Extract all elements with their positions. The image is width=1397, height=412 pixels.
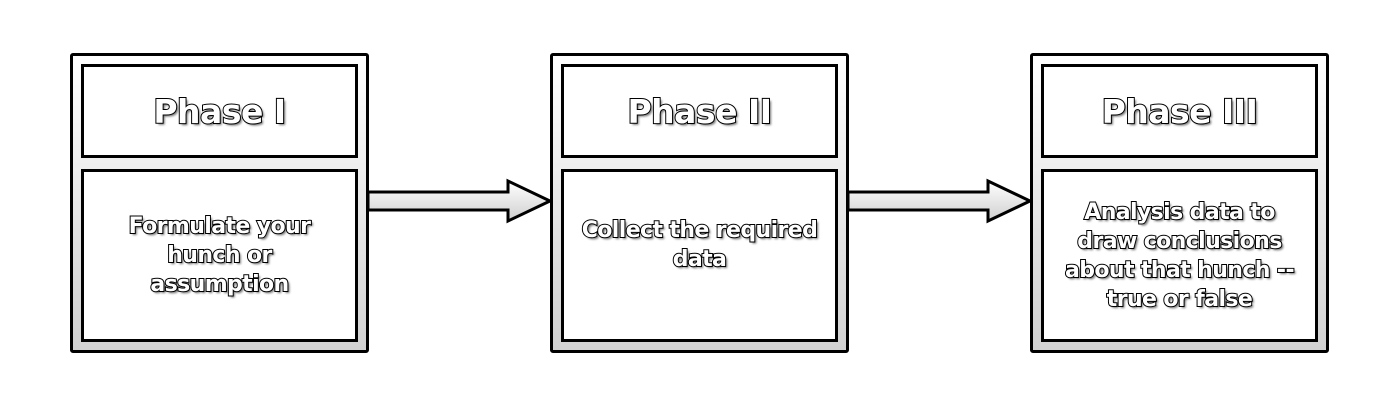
- phase-3-box: Phase III Analysis data to draw conclusi…: [1030, 53, 1329, 353]
- phase-2-description: Collect the required data: [581, 217, 819, 273]
- phase-3-title: Phase III: [1101, 91, 1259, 132]
- phase-3-header: Phase III: [1041, 64, 1318, 158]
- phase-1-box: Phase I Formulate your hunch or assumpti…: [70, 53, 369, 353]
- phase-1-header: Phase I: [81, 64, 358, 158]
- phase-3-description: Analysis data to draw conclusions about …: [1064, 199, 1296, 313]
- phase-1-description: Formulate your hunch or assumption: [128, 213, 312, 298]
- arrow-phase-1-to-2: [366, 178, 554, 224]
- phase-1-body: Formulate your hunch or assumption: [81, 169, 358, 342]
- phase-3-body: Analysis data to draw conclusions about …: [1041, 169, 1318, 342]
- phase-2-box: Phase II Collect the required data: [550, 53, 849, 353]
- phase-1-title: Phase I: [152, 91, 287, 132]
- phase-2-title: Phase II: [626, 91, 773, 132]
- phase-2-body: Collect the required data: [561, 169, 838, 342]
- arrow-phase-2-to-3: [846, 178, 1034, 224]
- phase-2-header: Phase II: [561, 64, 838, 158]
